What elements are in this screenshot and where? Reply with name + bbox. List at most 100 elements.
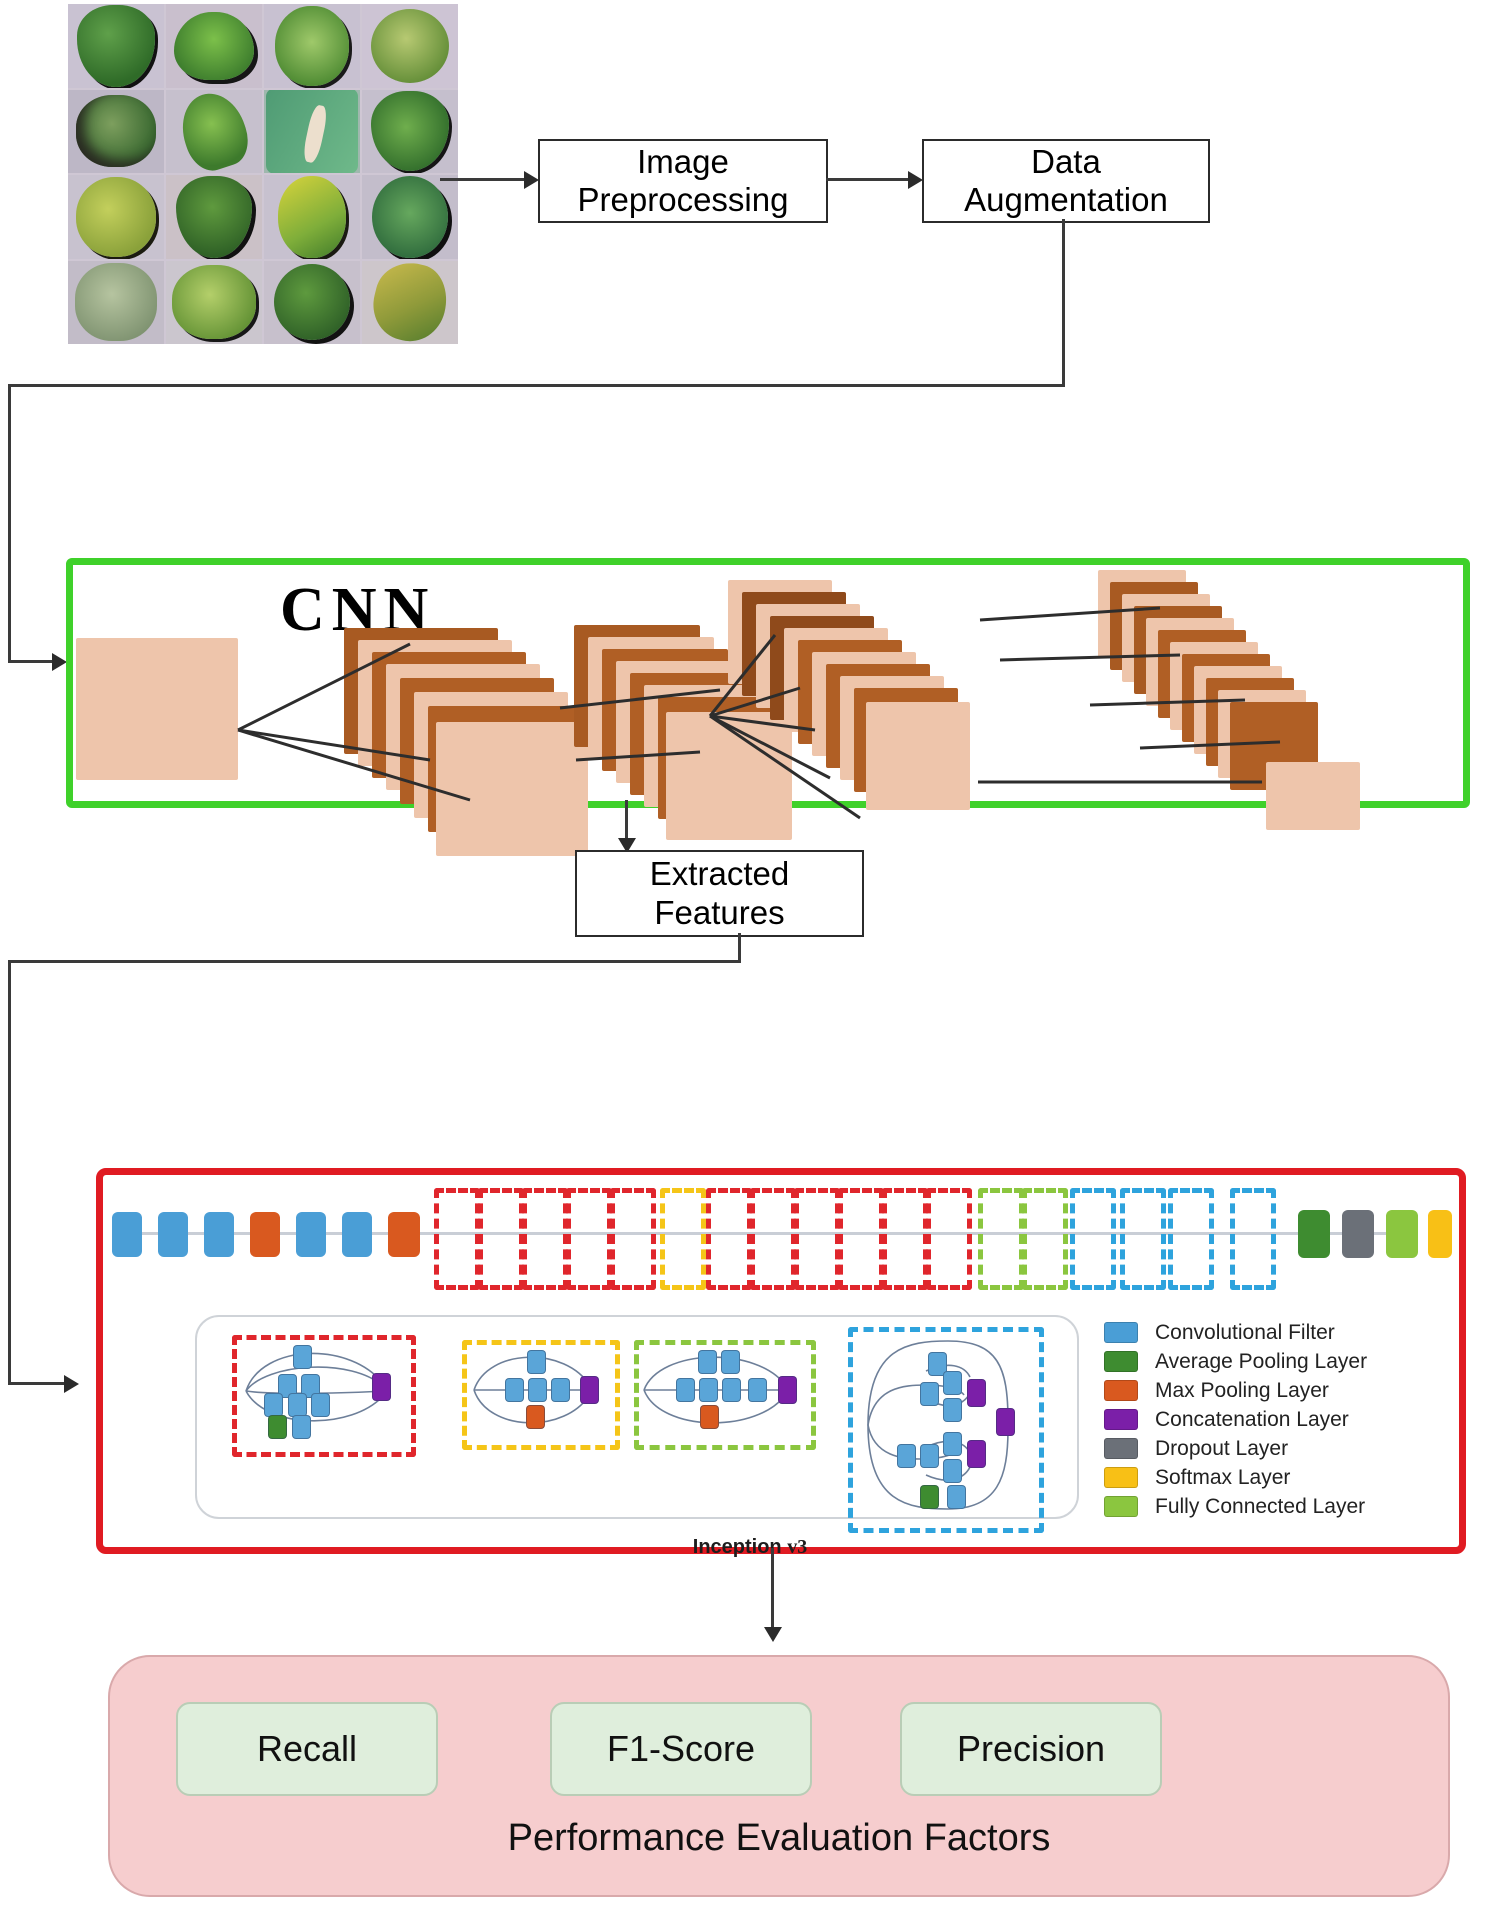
inception-node-conv	[943, 1432, 962, 1456]
into-inception-line	[8, 1382, 68, 1385]
inception-node-avgpool	[268, 1415, 287, 1439]
inception-node-conv	[721, 1350, 740, 1374]
inception-module-green	[634, 1340, 816, 1450]
legend-swatch-max-pooling-layer	[1104, 1380, 1138, 1401]
inception-to-performance-arrow-head	[764, 1627, 782, 1642]
inception-node-maxpool	[700, 1405, 719, 1429]
arrow-preprocessing-to-augmentation-head	[908, 171, 923, 189]
inception-node-conv	[301, 1374, 320, 1398]
inception-group-red	[610, 1188, 656, 1290]
inception-node-conv	[699, 1378, 718, 1402]
cnn-to-features-arrow-head	[618, 838, 636, 853]
inception-group-red	[838, 1188, 884, 1290]
legend-item: Concatenation Layer	[1104, 1405, 1367, 1434]
inception-node-concat	[967, 1379, 986, 1407]
data-augmentation-box[interactable]: Data Augmentation	[922, 139, 1210, 223]
leaf-sample	[68, 4, 164, 88]
inception-block-conv	[204, 1212, 234, 1257]
inception-group-red	[706, 1188, 752, 1290]
inception-node-conv	[947, 1485, 966, 1509]
legend-swatch-dropout-layer	[1104, 1438, 1138, 1459]
inception-caption-text: Inception	[692, 1536, 788, 1558]
leaf-sample	[166, 175, 262, 259]
into-inception-arrow-head	[64, 1375, 79, 1393]
inception-block-maxpool	[388, 1212, 420, 1257]
legend-label: Dropout Layer	[1155, 1436, 1289, 1460]
inception-group-red	[434, 1188, 480, 1290]
extracted-features-box[interactable]: Extracted Features	[575, 850, 864, 937]
arrow-grid-to-preprocessing-head	[524, 171, 539, 189]
inception-node-conv	[943, 1371, 962, 1395]
inception-node-conv	[278, 1374, 297, 1398]
inception-node-conv	[897, 1444, 916, 1468]
inception-node-conv	[676, 1378, 695, 1402]
aug-down-line	[1062, 219, 1065, 386]
performance-evaluation-title: Performance Evaluation Factors	[507, 1817, 1051, 1859]
leaf-sample	[68, 89, 164, 173]
inception-node-conv	[288, 1393, 307, 1417]
inception-group-blue	[1168, 1188, 1214, 1290]
inception-group-green	[1022, 1188, 1068, 1290]
inception-node-concat	[967, 1440, 986, 1468]
leaf-sample	[166, 4, 262, 88]
cnn-to-features-line	[625, 800, 628, 842]
inception-node-conv	[698, 1350, 717, 1374]
inception-group-red	[522, 1188, 568, 1290]
image-preprocessing-label-line2: Preprocessing	[577, 181, 789, 218]
legend-swatch-concatenation-layer	[1104, 1409, 1138, 1430]
inception-block-dropout	[1342, 1210, 1374, 1258]
inception-group-red	[882, 1188, 928, 1290]
aug-left-down-line	[8, 384, 11, 662]
inception-group-blue	[1070, 1188, 1116, 1290]
inception-node-conv	[943, 1398, 962, 1422]
legend-item: Dropout Layer	[1104, 1434, 1367, 1463]
performance-evaluation-panel: Recall F1-Score Precision Performance Ev…	[108, 1655, 1450, 1897]
leaf-sample	[362, 89, 458, 173]
cnn-input-plane	[76, 638, 238, 780]
metric-box-precision[interactable]: Precision	[900, 1702, 1162, 1796]
arrow-preprocessing-to-augmentation-line	[826, 178, 912, 181]
leaf-sample	[68, 260, 164, 344]
into-cnn-line	[8, 660, 56, 663]
leaf-sample	[264, 175, 360, 259]
inception-group-red	[926, 1188, 972, 1290]
arrow-grid-to-preprocessing-line	[440, 178, 528, 181]
image-preprocessing-box[interactable]: Image Preprocessing	[538, 139, 828, 223]
legend-item: Average Pooling Layer	[1104, 1347, 1367, 1376]
metric-box-f1-score[interactable]: F1-Score	[550, 1702, 812, 1796]
inception-group-blue	[1120, 1188, 1166, 1290]
inception-group-red	[750, 1188, 796, 1290]
legend-item: Softmax Layer	[1104, 1463, 1367, 1492]
legend-label: Fully Connected Layer	[1155, 1494, 1366, 1518]
inception-module-blue	[848, 1327, 1044, 1533]
legend-item: Fully Connected Layer	[1104, 1492, 1367, 1521]
legend-swatch-fully-connected-layer	[1104, 1496, 1138, 1517]
inception-node-conv	[943, 1459, 962, 1483]
inception-group-red	[794, 1188, 840, 1290]
inception-group-red	[566, 1188, 612, 1290]
leaf-sample	[362, 260, 458, 344]
inception-node-maxpool	[526, 1405, 545, 1429]
inception-block-conv	[296, 1212, 326, 1257]
legend-label: Max Pooling Layer	[1155, 1378, 1329, 1402]
cnn-layer-card	[436, 722, 588, 856]
legend-swatch-average-pooling-layer	[1104, 1351, 1138, 1372]
metric-box-recall[interactable]: Recall	[176, 1702, 438, 1796]
inception-node-conv	[528, 1378, 547, 1402]
inception-to-performance-line	[771, 1548, 774, 1630]
inception-node-conv	[264, 1393, 283, 1417]
legend-label: Concatenation Layer	[1155, 1407, 1349, 1431]
cnn-layer-card	[866, 702, 970, 810]
inception-node-conv	[920, 1382, 939, 1406]
inception-node-avgpool	[920, 1485, 939, 1509]
inception-group-blue	[1230, 1188, 1276, 1290]
inception-block-conv	[342, 1212, 372, 1257]
inception-group-red	[478, 1188, 524, 1290]
extracted-features-label-line1: Extracted	[649, 855, 790, 893]
inception-node-conv	[920, 1444, 939, 1468]
legend-label: Average Pooling Layer	[1155, 1349, 1368, 1373]
legend-label: Softmax Layer	[1155, 1465, 1291, 1489]
legend-item: Convolutional Filter	[1104, 1318, 1367, 1347]
inception-block-maxpool	[250, 1212, 280, 1257]
inception-group-green	[978, 1188, 1024, 1290]
